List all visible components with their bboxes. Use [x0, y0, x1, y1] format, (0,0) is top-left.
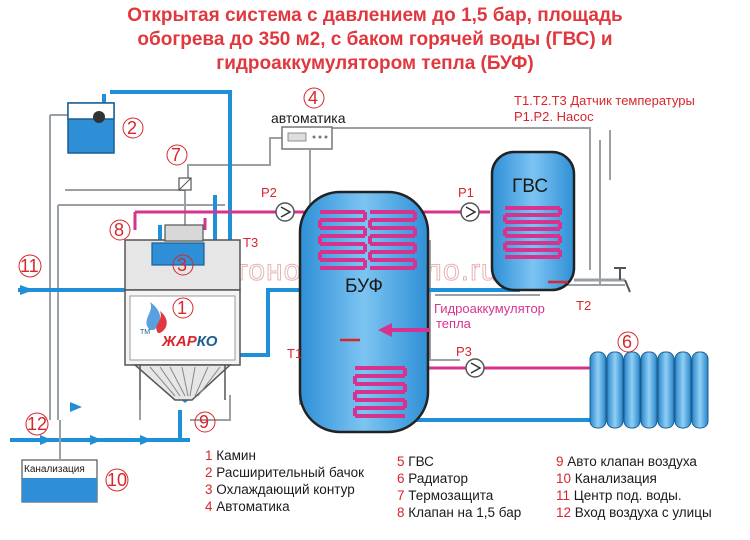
legend-item-4: 4 Автоматика	[205, 499, 290, 514]
number-markers	[18, 87, 639, 492]
title-line-1: Открытая система с давлением до 1,5 бар,…	[127, 5, 623, 26]
legend: 1 Камин 2 Расширительный бачок 3 Охлажда…	[205, 448, 712, 520]
accumulator-label-line-1: Гидроаккумулятор	[434, 301, 545, 316]
legend-item-3: 3 Охлаждающий контур	[205, 482, 355, 497]
pump-p3-label: P3	[456, 344, 472, 359]
sensor-t1-label: T1	[287, 346, 302, 361]
pump-p1-label: P1	[458, 185, 474, 200]
buffer-tank	[298, 190, 430, 434]
legend-item-9: 9 Авто клапан воздуха	[556, 454, 697, 469]
automatika-label: автоматика	[271, 110, 346, 126]
marker-4: 4	[308, 88, 318, 108]
sensor-t2-label: T2	[576, 298, 591, 313]
pump-p2-icon	[275, 202, 295, 222]
inlet-arrow-icon	[20, 285, 34, 295]
brand-part-1: ЖАРКО	[161, 333, 218, 350]
hot-water-tap	[574, 267, 631, 293]
marker-12: 12	[27, 414, 47, 434]
title-line-3: гидроаккумулятором тепла (БУФ)	[216, 53, 534, 74]
pump-p1-icon	[460, 202, 480, 222]
gvs-label: ГВС	[512, 176, 548, 197]
legend-item-12: 12 Вход воздуха с улицы	[556, 505, 712, 520]
pump-p3-icon	[465, 358, 485, 378]
legend-item-5: 5 ГВС	[397, 454, 434, 469]
title-line-2: обогрева до 350 м2, с баком горячей воды…	[137, 29, 613, 50]
gvs-tank	[490, 150, 576, 292]
radiator	[589, 351, 709, 429]
automatika-box	[281, 126, 333, 150]
marker-1: 1	[177, 298, 187, 318]
accumulator-arrow-head	[378, 323, 392, 337]
legend-item-8: 8 Клапан на 1,5 бар	[397, 505, 521, 520]
brand-tm: TM	[140, 329, 150, 336]
legend-item-10: 10 Канализация	[556, 471, 657, 486]
legend-item-1: 1 Камин	[205, 448, 256, 463]
pump-p2-label: P2	[261, 185, 277, 200]
legend-item-2: 2 Расширительный бачок	[205, 465, 364, 480]
accumulator-label-line-2: тепла	[436, 316, 472, 331]
marker-9: 9	[199, 412, 209, 432]
fireplace	[124, 224, 241, 401]
expansion-tank	[67, 102, 115, 154]
diagram-title: Открытая система с давлением до 1,5 бар,…	[0, 4, 750, 76]
marker-2: 2	[127, 118, 137, 138]
marker-10: 10	[107, 470, 127, 490]
thermo-protection-valve-mark	[178, 177, 192, 191]
sewer-tank	[21, 459, 98, 503]
marker-3: 3	[177, 255, 187, 275]
marker-7: 7	[171, 145, 181, 165]
marker-11: 11	[20, 256, 39, 276]
sensor-t3-label: T3	[243, 235, 258, 250]
legend-item-6: 6 Радиатор	[397, 471, 468, 486]
sensor-legend-line-2: Р1.Р2. Насос	[514, 109, 594, 124]
marker-6: 6	[622, 332, 632, 352]
marker-8: 8	[114, 220, 124, 240]
sewer-label: Канализация	[24, 464, 85, 475]
buf-label: БУФ	[345, 276, 383, 297]
legend-item-7: 7 Термозащита	[397, 488, 494, 503]
legend-item-11: 11 Центр под. воды.	[556, 488, 682, 503]
sensor-legend-line-1: Т1.Т2.Т3 Датчик температуры	[514, 93, 695, 108]
